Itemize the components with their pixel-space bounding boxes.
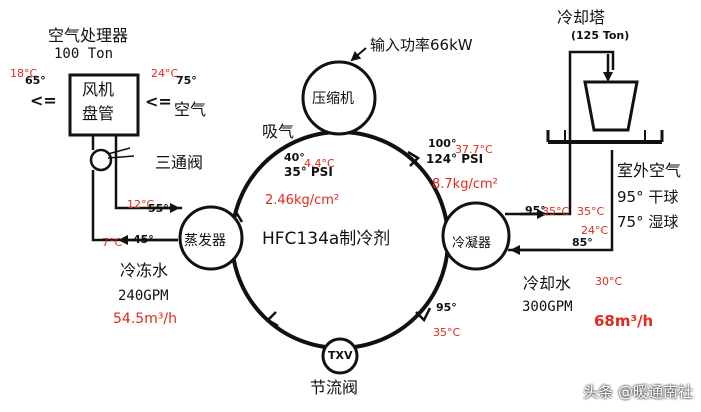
- refrigerant-label: HFC134a制冷剂: [262, 229, 391, 249]
- cooling-tower-capacity: (125 Ton): [571, 29, 630, 42]
- liquid-temp-f: 95°: [436, 301, 457, 314]
- valve-actuator: [107, 155, 135, 159]
- chilled-water-flow-m3h: 54.5m³/h: [113, 311, 178, 327]
- fan-coil-box: [68, 73, 140, 137]
- cond-in-temp-f: 85°: [572, 236, 593, 249]
- supply-air-temp-c: 18°C: [10, 67, 38, 80]
- supply-air-temp-f: 65°: [25, 74, 46, 87]
- condenser-label: 冷凝器: [452, 236, 492, 251]
- liquid-temp-c: 35°C: [433, 326, 461, 339]
- power-input-arrow: [350, 47, 367, 62]
- txv-label: 节流阀: [310, 378, 359, 397]
- cond-in-temp-c-b: 24°C: [581, 224, 609, 237]
- fan-coil-label-2: 盘管: [82, 104, 115, 123]
- txv-badge: TXV: [328, 349, 353, 362]
- fan-coil-label-1: 风机: [82, 80, 115, 99]
- outdoor-dry-bulb: 95° 干球: [617, 188, 679, 206]
- return-air-temp-c: 24°C: [151, 67, 179, 80]
- discharge-temp-f: 100°: [428, 137, 457, 150]
- cooling-water-label: 冷却水: [523, 274, 572, 293]
- suction-pressure: 35° PSI: [284, 165, 333, 179]
- discharge-pressure: 124° PSI: [426, 152, 484, 166]
- loop-arrow-bottom-left: [265, 311, 279, 328]
- suction-density: 2.46kg/cm²: [265, 193, 340, 208]
- compressor-symbol: [301, 60, 377, 136]
- condenser-water-out-pipe: [505, 50, 615, 216]
- compressor-power: 输入功率66kW: [370, 36, 473, 54]
- discharge-temp-c: 37.7°C: [455, 143, 493, 156]
- ahu-capacity: 100 Ton: [54, 46, 114, 62]
- valve-actuator: [107, 147, 131, 155]
- cooling-tower-label: 冷却塔: [557, 8, 606, 27]
- evap-in-temp-c: 12°C: [127, 198, 155, 211]
- supply-air-arrow-icon: <=: [30, 91, 57, 110]
- three-way-valve-symbol: [89, 148, 113, 172]
- evaporator-symbol: [178, 205, 244, 271]
- loop-arrow-top-right: [407, 150, 421, 167]
- compressor-label: 压缩机: [312, 91, 354, 107]
- cond-in-temp-c-a: 35°C: [577, 205, 605, 218]
- ahu-title: 空气处理器: [48, 26, 129, 45]
- cond-out-temp-f: 95°: [525, 204, 546, 217]
- cond-out-temp-c: 35°C: [542, 205, 570, 218]
- chilled-water-label: 冷冻水: [120, 261, 169, 280]
- chilled-water-flow-gpm: 240GPM: [118, 288, 169, 304]
- three-way-valve-label: 三通阀: [155, 153, 204, 172]
- loop-arrow-bottom-right: [415, 307, 432, 323]
- suction-label: 吸气: [262, 122, 295, 141]
- suction-temp-f: 40°: [284, 151, 305, 164]
- watermark: 头条 @暖通南社: [583, 383, 693, 401]
- suction-temp-c: 4.4°C: [304, 157, 335, 170]
- discharge-density: 8.7kg/cm²: [432, 177, 498, 192]
- txv-symbol: [321, 337, 359, 375]
- air-label: 空气: [174, 100, 207, 119]
- evaporator-label: 蒸发器: [184, 233, 226, 249]
- outdoor-wet-bulb: 75° 湿球: [617, 213, 679, 231]
- cooling-water-temp-c: 30°C: [595, 275, 623, 288]
- cooling-water-flow-gpm: 300GPM: [522, 299, 573, 315]
- return-air-temp-f: 75°: [176, 74, 197, 87]
- cooling-water-flow-m3h: 68m³/h: [594, 312, 654, 330]
- outdoor-air-label: 室外空气: [617, 161, 682, 180]
- evap-out-temp-f: 45°: [133, 233, 154, 246]
- evap-in-temp-f: 55°: [148, 202, 169, 215]
- condenser-symbol: [441, 201, 511, 271]
- cooling-tower-fill: [583, 80, 639, 132]
- return-air-arrow-icon: <=: [145, 92, 172, 111]
- evap-out-temp-c: 7°C: [102, 236, 123, 249]
